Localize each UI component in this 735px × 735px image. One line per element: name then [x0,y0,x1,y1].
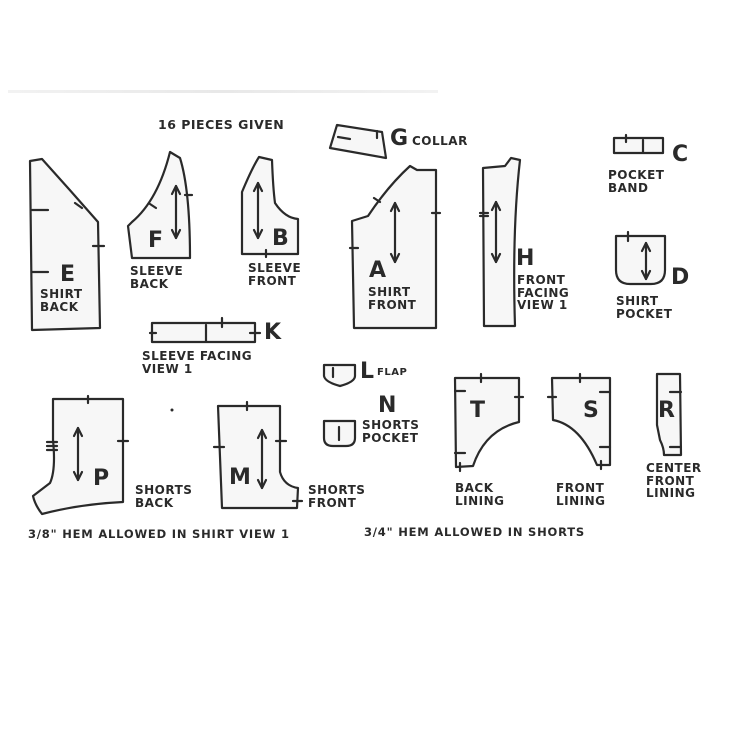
piece-r-letter: R [658,398,675,423]
piece-f-sleeve-back-shape [126,150,194,260]
piece-h-front-facing-shape [478,156,522,328]
piece-d-letter: D [671,265,690,290]
piece-k-label: SLEEVE FACING VIEW 1 [142,349,253,376]
piece-k-letter: K [264,320,282,345]
piece-b-label: SLEEVE FRONT [248,261,302,288]
piece-g-collar-shape [328,123,388,160]
piece-k-sleeve-facing-shape [148,316,262,344]
hem-note-shorts: 3/4" HEM ALLOWED IN SHORTS [364,525,585,539]
piece-f-letter: F [148,228,164,253]
hem-note-shirt: 3/8" HEM ALLOWED IN SHIRT VIEW 1 [28,527,290,541]
piece-f-label: SLEEVE BACK [130,264,184,291]
piece-n-label: SHORTS POCKET [362,418,420,445]
piece-s-label: FRONT LINING [556,481,606,508]
piece-c-label: POCKET BAND [608,168,665,195]
piece-l-letter: L [360,359,375,384]
piece-p-label: SHORTS BACK [135,483,193,510]
piece-d-label: SHIRT POCKET [616,294,673,321]
piece-e-letter: E [60,262,76,287]
piece-d-shirt-pocket-shape [614,230,667,286]
piece-g-letter: G [390,126,409,151]
piece-h-letter: H [516,246,535,271]
piece-a-letter: A [369,258,387,283]
piece-l-label: FLAP [377,367,408,378]
piece-m-shorts-front-shape [212,400,304,510]
piece-r-label: CENTER FRONT LINING [646,461,702,501]
piece-s-letter: S [583,398,599,423]
piece-c-pocket-band-shape [612,133,665,155]
pieces-count-title: 16 PIECES GIVEN [158,117,285,132]
piece-b-letter: B [272,226,289,251]
piece-t-letter: T [470,398,486,423]
piece-l-flap-shape [322,363,357,388]
piece-t-back-lining-shape [453,372,525,473]
piece-n-letter: N [378,393,397,418]
piece-p-letter: P [93,466,110,491]
piece-c-letter: C [672,142,689,167]
piece-n-shorts-pocket-shape [322,419,357,448]
piece-e-label: SHIRT BACK [40,287,83,314]
piece-e-shirt-back-shape [28,157,106,332]
piece-r-center-front-lining-shape [655,372,683,457]
piece-m-label: SHORTS FRONT [308,483,366,510]
piece-a-label: SHIRT FRONT [368,285,417,312]
piece-s-front-lining-shape [546,372,612,471]
faded-header-line [8,90,438,93]
piece-g-label: COLLAR [412,134,468,148]
piece-b-sleeve-front-shape [240,155,300,259]
piece-t-label: BACK LINING [455,481,505,508]
piece-m-letter: M [229,465,251,490]
piece-p-shorts-back-shape [31,394,130,516]
piece-a-shirt-front-shape [348,164,442,330]
piece-h-label: FRONT FACING VIEW 1 [517,273,570,313]
